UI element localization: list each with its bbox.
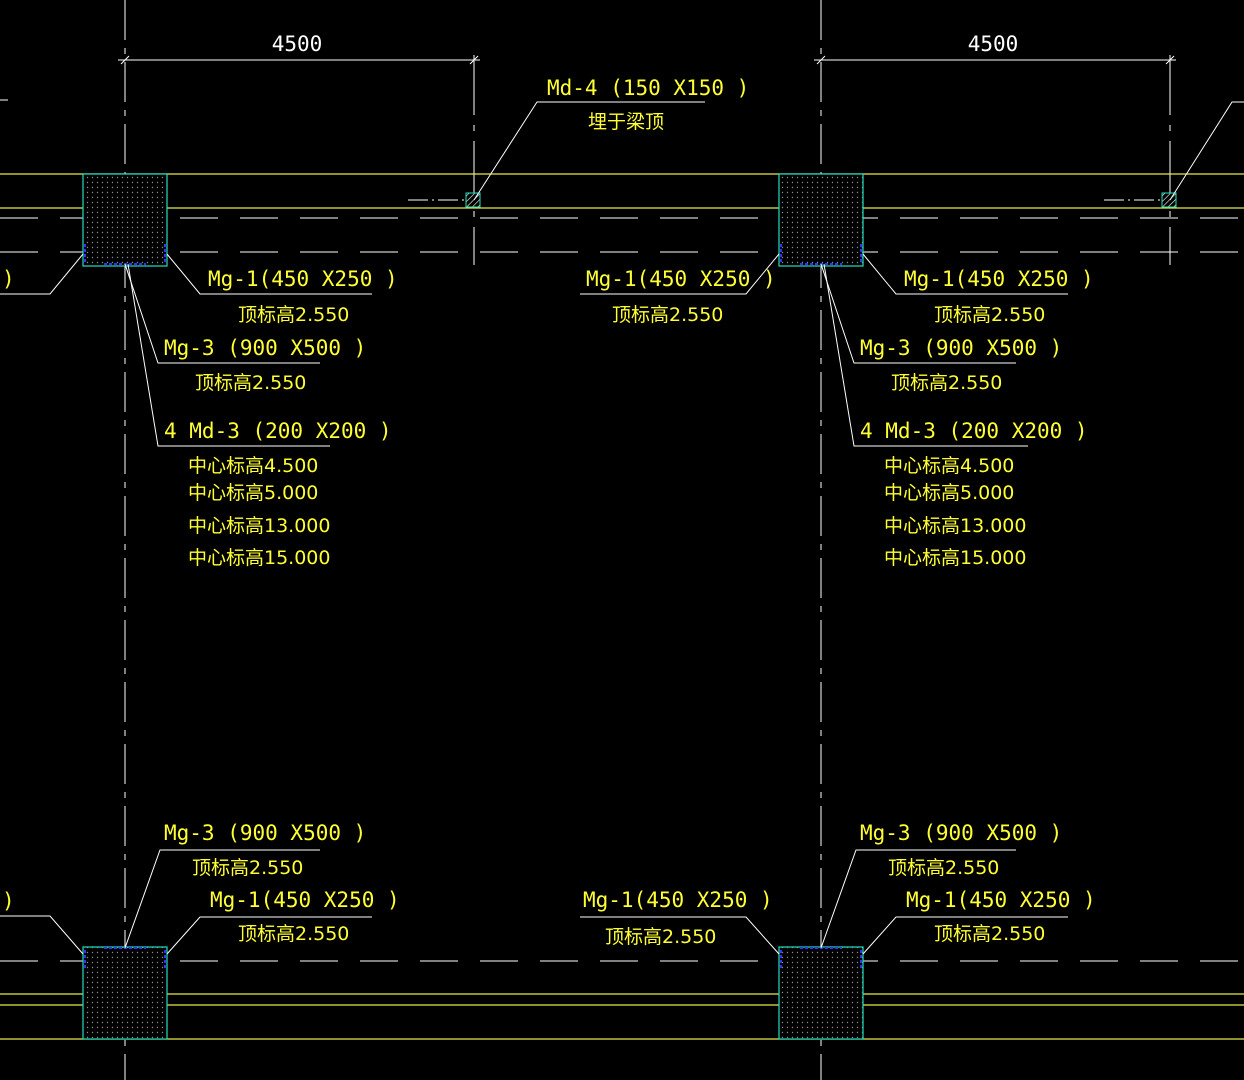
- label-bl-mg1-elev: 顶标高2.550: [238, 923, 349, 945]
- label-bm-mg1: Mg-1(450 X250 ): [583, 888, 773, 912]
- label-br-mg1-elev: 顶标高2.550: [934, 923, 1045, 945]
- label-md4-note: 埋于梁顶: [588, 111, 664, 133]
- label-tr-md3-elev-1: 中心标高4.500: [884, 455, 1014, 477]
- column-top-left[interactable]: [82, 173, 168, 267]
- label-md4: Md-4 (150 X150 ): [547, 76, 749, 100]
- grid-axes: [124, 0, 1171, 1080]
- label-tl-mg1: Mg-1(450 X250 ): [208, 267, 398, 291]
- label-tl-md3-elev-1: 中心标高4.500: [188, 455, 318, 477]
- top-beam: [0, 99, 1244, 253]
- embed-md4-right[interactable]: [1161, 192, 1177, 208]
- label-tl-md3: 4 Md-3 (200 X200 ): [164, 419, 392, 443]
- label-tr-mg1-elev: 顶标高2.550: [934, 304, 1045, 326]
- label-bl-mg3-elev: 顶标高2.550: [192, 857, 303, 879]
- label-br-mg3-elev: 顶标高2.550: [888, 857, 999, 879]
- label-tr-md3: 4 Md-3 (200 X200 ): [860, 419, 1088, 443]
- label-tl-md3-elev-2: 中心标高5.000: [188, 482, 318, 504]
- label-cut-bottom-left: ): [2, 889, 15, 913]
- dimension-text-left: 4500: [272, 32, 323, 56]
- label-cut-top-left: ): [2, 267, 15, 291]
- label-bm-mg1-elev: 顶标高2.550: [605, 926, 716, 948]
- column-bottom-left[interactable]: [82, 946, 168, 1040]
- label-tr-md3-elev-3: 中心标高13.000: [884, 515, 1026, 537]
- label-tr-mg1: Mg-1(450 X250 ): [904, 267, 1094, 291]
- dimension-text-right: 4500: [968, 32, 1019, 56]
- label-tl-md3-elev-3: 中心标高13.000: [188, 515, 330, 537]
- label-tl-mg1-elev: 顶标高2.550: [238, 304, 349, 326]
- label-tr-md3-elev-2: 中心标高5.000: [884, 482, 1014, 504]
- label-tl-mg3-elev: 顶标高2.550: [195, 372, 306, 394]
- label-tl-md3-elev-4: 中心标高15.000: [188, 547, 330, 569]
- label-bl-mg1: Mg-1(450 X250 ): [210, 888, 400, 912]
- bottom-beam: [0, 960, 1244, 1040]
- column-bottom-right[interactable]: [778, 946, 864, 1040]
- label-tl-mg3: Mg-3 (900 X500 ): [164, 336, 366, 360]
- dimension-lines: [118, 55, 1176, 65]
- label-br-mg1: Mg-1(450 X250 ): [906, 888, 1096, 912]
- embed-md4-left[interactable]: [465, 192, 481, 208]
- label-br-mg3: Mg-3 (900 X500 ): [860, 821, 1062, 845]
- label-tm-mg1-elev: 顶标高2.550: [612, 304, 723, 326]
- leader-lines: [0, 101, 1244, 955]
- column-top-right[interactable]: [778, 173, 864, 267]
- label-tr-mg3-elev: 顶标高2.550: [891, 372, 1002, 394]
- label-bl-mg3: Mg-3 (900 X500 ): [164, 821, 366, 845]
- label-tr-mg3: Mg-3 (900 X500 ): [860, 336, 1062, 360]
- label-tm-mg1: Mg-1(450 X250 ): [586, 267, 776, 291]
- label-tr-md3-elev-4: 中心标高15.000: [884, 547, 1026, 569]
